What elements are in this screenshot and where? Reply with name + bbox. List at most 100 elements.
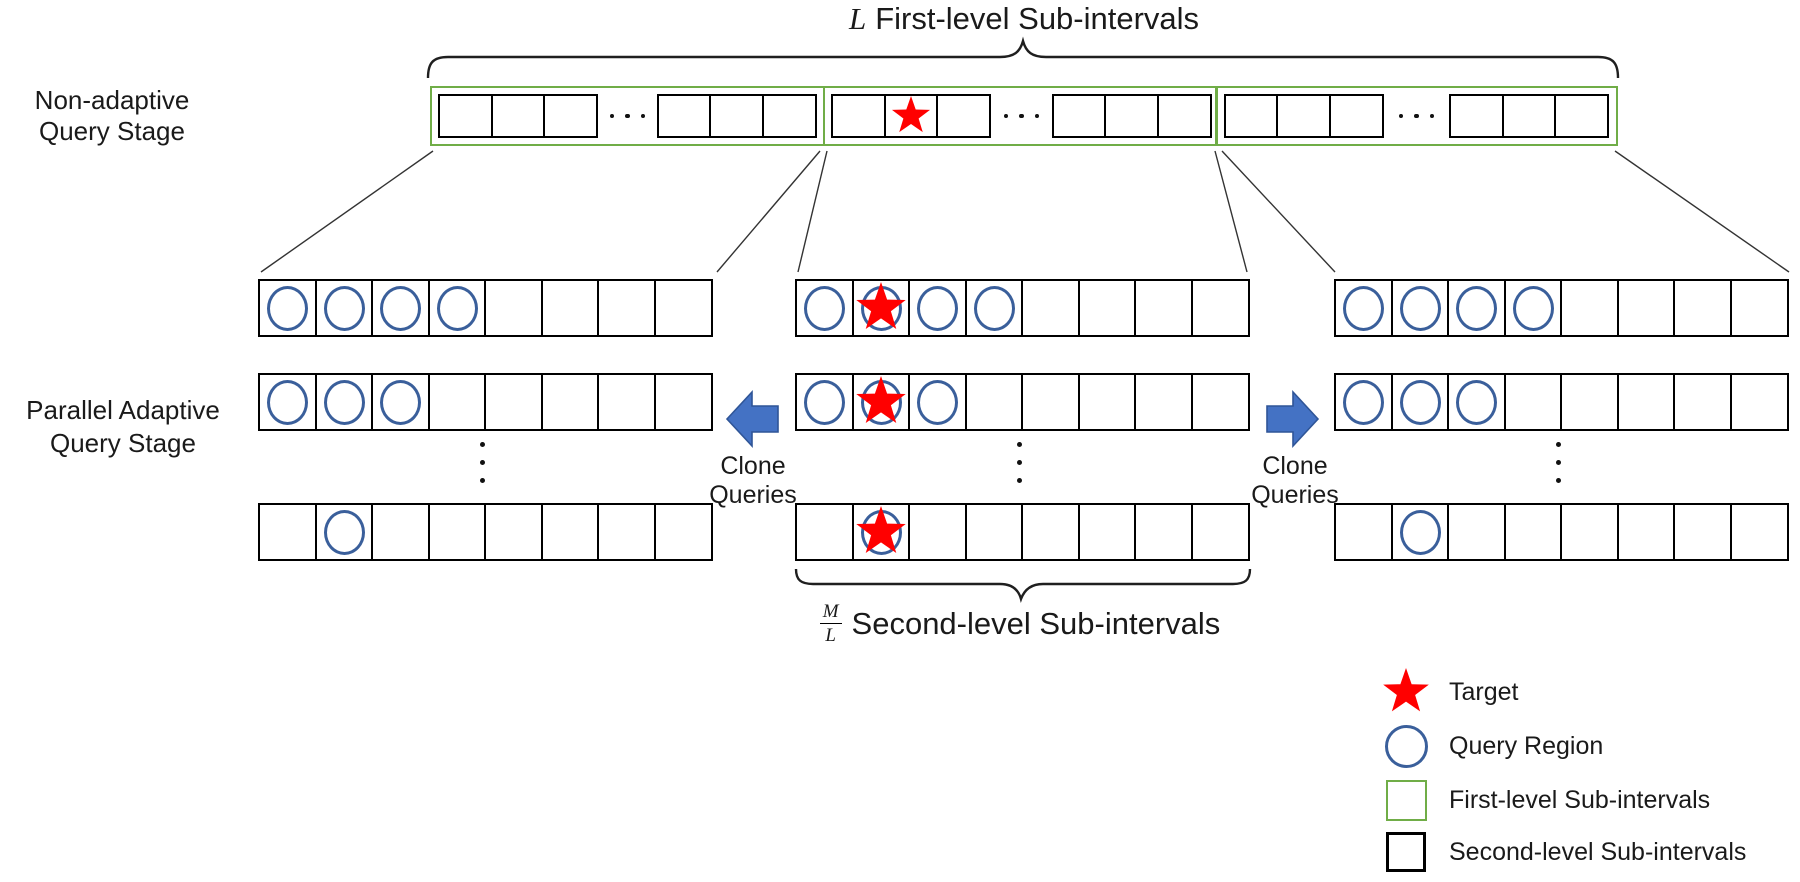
second-level-cell — [1554, 94, 1609, 138]
second-level-cell — [1390, 279, 1450, 337]
second-level-cell — [908, 503, 967, 561]
ellipsis-dot — [1556, 442, 1561, 447]
second-level-cell — [1503, 373, 1563, 431]
subinterval-row-middle-1 — [795, 279, 1250, 337]
query-region-icon — [1384, 724, 1428, 768]
second-level-cell — [1673, 373, 1732, 431]
first-level-segment — [432, 88, 823, 144]
ellipsis-dot — [625, 113, 630, 119]
ellipsis-dots — [1398, 113, 1434, 119]
ellipsis-dot — [1019, 113, 1024, 119]
first-level-interval-icon — [1385, 779, 1427, 821]
second-level-cell — [1729, 503, 1789, 561]
second-level-cell — [1051, 94, 1107, 138]
parallel-adaptive-stage-label: Parallel Adaptive Query Stage — [26, 395, 220, 458]
second-level-count-label: M L Second-level Sub-intervals — [760, 601, 1280, 647]
second-level-cell — [258, 373, 317, 431]
second-level-cell — [1447, 503, 1506, 561]
ellipsis-dots — [1003, 113, 1039, 119]
second-level-cell — [1673, 279, 1732, 337]
second-level-cell — [597, 279, 656, 337]
second-level-cell — [540, 503, 600, 561]
subinterval-row-middle-3 — [795, 503, 1250, 561]
second-level-cell — [908, 279, 967, 337]
query-region-circle — [917, 379, 958, 425]
second-level-cell — [1503, 279, 1563, 337]
second-level-cell — [1334, 373, 1393, 431]
ellipsis-dots — [609, 113, 645, 119]
ellipsis-dot — [1556, 460, 1561, 465]
second-level-cell — [1190, 279, 1250, 337]
second-level-cell — [1077, 373, 1137, 431]
second-level-cell — [1729, 279, 1789, 337]
first-level-divider — [822, 88, 825, 144]
second-level-cell — [1077, 503, 1137, 561]
legend-item-target-star: Target — [1381, 666, 1518, 718]
subinterval-row-right-2 — [1334, 373, 1789, 431]
target-marker — [888, 93, 934, 139]
clone-queries-right-label: Clone Queries — [1251, 452, 1339, 509]
ellipsis-dot — [1414, 113, 1419, 119]
ellipsis-dot — [480, 460, 485, 465]
subinterval-row-right-1 — [1334, 279, 1789, 337]
ellipsis-dot — [609, 113, 614, 119]
non-adaptive-stage-label: Non-adaptive Query Stage — [34, 85, 190, 146]
second-level-interval-icon — [1386, 832, 1426, 872]
query-region-circle — [323, 285, 365, 331]
second-level-cell — [1616, 503, 1676, 561]
subinterval-row-left-2 — [258, 373, 713, 431]
query-region-circle — [1512, 285, 1554, 331]
ellipsis-dot — [1003, 113, 1008, 119]
bottom-brace — [794, 568, 1252, 603]
math-L-symbol: L — [848, 1, 867, 36]
second-level-cell — [258, 503, 317, 561]
second-level-cell — [883, 93, 939, 139]
ellipsis-dot — [1017, 460, 1022, 465]
first-level-interval-row — [430, 86, 1618, 146]
query-region-circle — [973, 285, 1015, 331]
second-level-cell-group — [438, 94, 598, 138]
ellipsis-dot — [1429, 113, 1434, 119]
subinterval-row-right-3 — [1334, 503, 1789, 561]
second-level-cell — [484, 373, 543, 431]
legend-icon-slot — [1381, 779, 1431, 821]
second-level-cell — [1673, 503, 1732, 561]
second-level-cell — [1223, 94, 1279, 138]
target-star-icon — [856, 282, 906, 330]
second-level-cell — [1334, 279, 1393, 337]
ellipsis-dot — [1017, 478, 1022, 483]
clone-left-arrow-icon — [725, 389, 779, 449]
second-level-cell — [427, 279, 487, 337]
second-level-cell — [795, 503, 854, 561]
vertical-ellipsis-dots — [1556, 442, 1561, 483]
second-level-cell — [936, 94, 991, 138]
second-level-cell — [597, 373, 656, 431]
second-level-cell — [1616, 279, 1676, 337]
query-region-circle — [1399, 379, 1441, 425]
second-level-cell — [543, 94, 598, 138]
connector-line — [797, 150, 828, 273]
first-level-segment — [825, 88, 1218, 144]
query-region-circle — [1343, 379, 1384, 425]
query-region-circle — [436, 285, 478, 331]
second-level-cell — [653, 373, 713, 431]
query-region-circle — [1456, 285, 1497, 331]
legend-icon-slot — [1381, 665, 1431, 719]
connector-line — [1614, 150, 1790, 273]
second-level-cell — [1560, 279, 1619, 337]
second-level-cell — [490, 94, 546, 138]
second-level-cell — [653, 503, 713, 561]
subinterval-row-middle-2 — [795, 373, 1250, 431]
second-level-cell — [964, 279, 1024, 337]
second-level-cell — [427, 373, 487, 431]
second-level-cell — [427, 503, 487, 561]
second-level-cell — [1021, 373, 1080, 431]
target-star-icon — [1383, 668, 1429, 712]
legend-item-query-circle: Query Region — [1381, 722, 1603, 770]
ellipsis-dot — [1034, 113, 1039, 119]
legend-label: Second-level Sub-intervals — [1449, 837, 1747, 866]
second-level-cell — [1276, 94, 1331, 138]
second-level-cell — [1104, 94, 1159, 138]
